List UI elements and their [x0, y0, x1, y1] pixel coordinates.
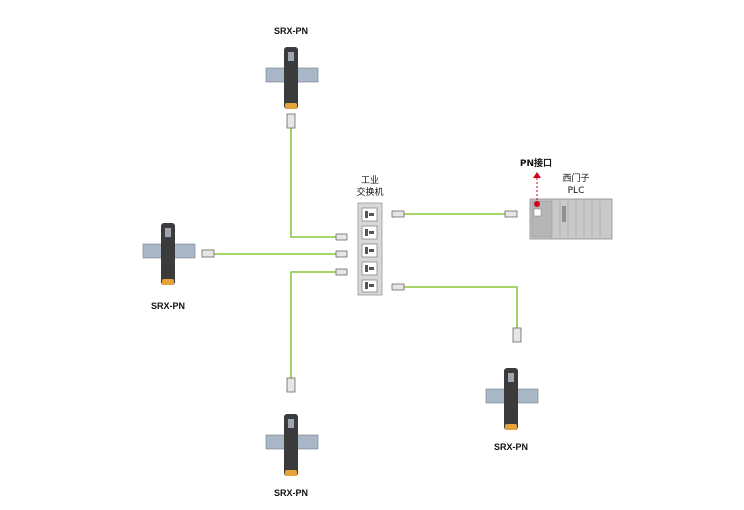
cable-bottom-right-sensor — [401, 286, 518, 330]
sensor-icon — [284, 47, 298, 109]
sensor-left — [142, 223, 196, 285]
connector-switch-out-plc — [391, 210, 405, 218]
sensor-window — [288, 419, 294, 428]
pn-port-label: PN接口 — [519, 159, 553, 169]
sensor-label-bottom: SRX-PN — [273, 488, 309, 498]
plc-module-led — [562, 206, 566, 222]
connector-bottom-right-sensor — [512, 327, 522, 343]
cables — [212, 128, 518, 380]
connector-bottom-sensor — [286, 377, 296, 393]
connector-top-sensor — [286, 113, 296, 129]
plc-label-line1: 西门子 — [562, 174, 590, 184]
sensor-icon — [161, 223, 175, 285]
sensor-bottom-right — [485, 368, 539, 430]
sensor-label-top: SRX-PN — [273, 26, 309, 36]
sensor-tip — [285, 103, 297, 109]
sensor-top — [265, 47, 319, 109]
connector-switch-2 — [335, 250, 348, 258]
connector-switch-out-sensor — [391, 283, 405, 291]
sensor-tip — [162, 279, 174, 285]
sensor-label-left: SRX-PN — [150, 301, 186, 311]
switch-port-glyphs — [365, 211, 374, 289]
sensor-window — [288, 52, 294, 61]
sensor-tip — [285, 470, 297, 476]
switch-label: 工业 交换机 — [356, 175, 383, 199]
sensor-window — [165, 228, 171, 237]
sensor-label-bottom-right: SRX-PN — [493, 442, 529, 452]
cable-top-sensor — [290, 128, 337, 238]
connector-switch-1 — [335, 233, 348, 241]
pn-port-dot — [534, 201, 540, 207]
plc-label-line2: PLC — [567, 186, 585, 196]
industrial-switch — [357, 202, 383, 296]
plc-port — [533, 208, 542, 217]
connector-plc-in — [504, 210, 518, 218]
switch-label-line1: 工业 — [360, 176, 380, 186]
sensor-tip — [505, 424, 517, 430]
plc-cpu-module — [531, 200, 553, 238]
sensor-icon — [504, 368, 518, 430]
cable-bottom-sensor — [290, 271, 337, 380]
sensor-icon — [284, 414, 298, 476]
pn-port-arrowhead — [533, 172, 541, 178]
switch-label-line2: 交换机 — [356, 188, 384, 198]
sensor-window — [508, 373, 514, 382]
connector-left-sensor — [201, 249, 215, 258]
siemens-plc — [529, 172, 613, 240]
connectors — [201, 113, 522, 393]
plc-label: 西门子 PLC — [562, 173, 589, 197]
sensor-bottom — [265, 414, 319, 476]
connector-switch-3 — [335, 268, 348, 276]
plc-modules — [559, 201, 601, 237]
